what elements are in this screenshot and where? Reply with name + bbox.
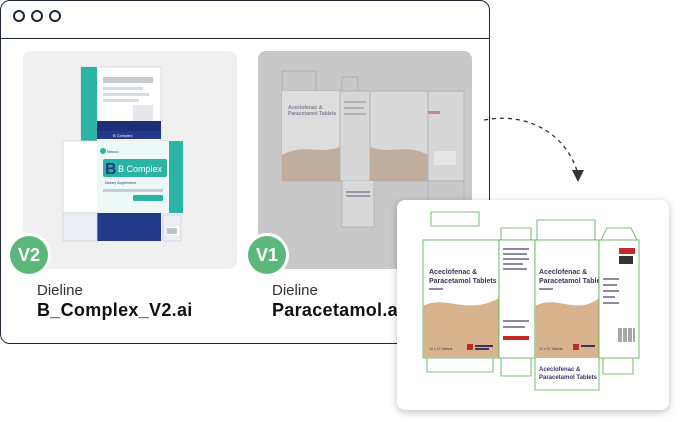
file-name[interactable]: B_Complex_V2.ai	[37, 300, 193, 320]
version-badge: V2	[10, 236, 48, 274]
dieline-preview-card[interactable]: Aceclofenac & Paracetamol Tablets 10 x 1…	[397, 200, 669, 410]
window-maximize-button[interactable]	[49, 10, 61, 22]
dashed-arrow-icon	[483, 117, 584, 182]
file-browser-window: B Complex Neuvo B B Complex Dietary Supp…	[0, 0, 490, 344]
file-type-label: Dieline	[272, 282, 318, 299]
b-complex-thumbnail-title: B Complex	[118, 164, 163, 174]
b-complex-thumbnail-subtitle: Dietary Supplement	[105, 181, 136, 185]
preview-product-line1: Aceclofenac &	[539, 269, 587, 276]
preview-product-line1: Aceclofenac &	[539, 367, 581, 373]
svg-text:B: B	[105, 161, 117, 178]
window-minimize-button[interactable]	[31, 10, 43, 22]
preview-product-line2: Paracetamol Tablets	[539, 278, 607, 285]
paracetamol-dieline-thumbnail: Aceclofenac & Paracetamol Tablets	[281, 70, 465, 228]
file-card-b-complex[interactable]: B Complex Neuvo B B Complex Dietary Supp…	[23, 51, 237, 269]
version-badge: V1	[248, 236, 286, 274]
window-titlebar	[1, 1, 489, 39]
file-name[interactable]: Paracetamol.ai	[272, 300, 404, 320]
window-close-button[interactable]	[13, 10, 25, 22]
preview-product-line1: Aceclofenac &	[429, 269, 477, 276]
paracetamol-thumbnail-line2: Paracetamol Tablets	[288, 111, 336, 117]
file-card-paracetamol[interactable]: Aceclofenac & Paracetamol Tablets	[258, 51, 472, 269]
file-type-label: Dieline	[37, 282, 83, 299]
paracetamol-dieline-preview: Aceclofenac & Paracetamol Tablets 10 x 1…	[422, 211, 640, 391]
svg-text:B Complex: B Complex	[113, 133, 133, 138]
preview-pack-label: 10 x 10 Tablets	[539, 347, 563, 351]
paracetamol-thumbnail-line1: Aceclofenac &	[288, 105, 323, 111]
svg-text:Neuvo: Neuvo	[107, 149, 119, 154]
preview-product-line2: Paracetamol Tablets	[539, 375, 598, 381]
b-complex-dieline-thumbnail: B Complex Neuvo B B Complex Dietary Supp…	[62, 66, 183, 242]
preview-product-line2: Paracetamol Tablets	[429, 278, 497, 285]
preview-pack-label: 10 x 10 Tablets	[429, 347, 453, 351]
